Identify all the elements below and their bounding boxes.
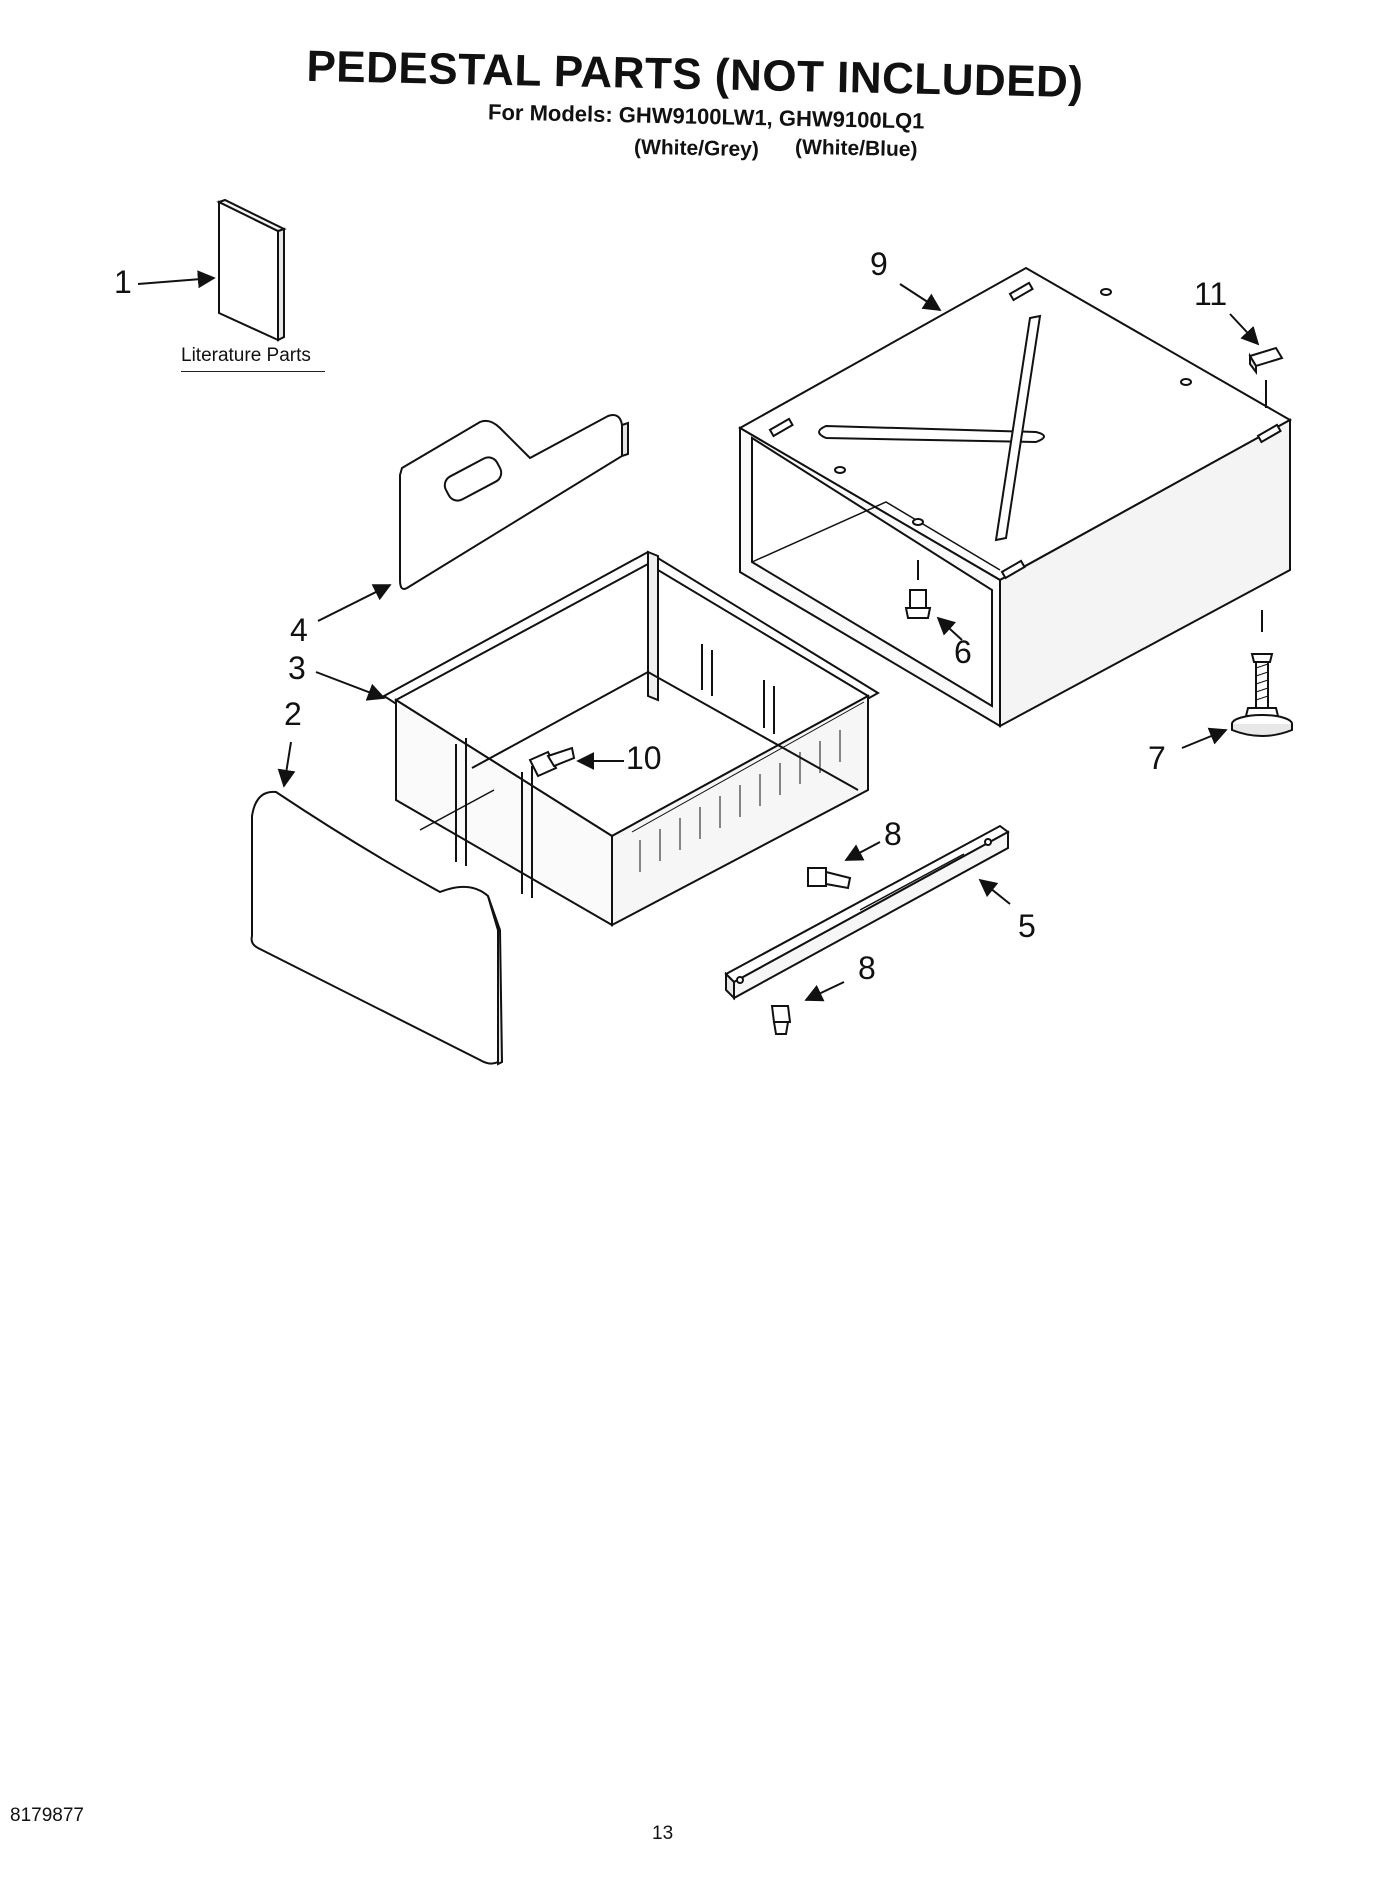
leader-line-6 <box>936 616 962 640</box>
document-number: 8179877 <box>10 1805 84 1826</box>
callout-5: 5 <box>1018 908 1036 944</box>
callout-8-upper: 8 <box>884 816 902 852</box>
leader-line-7 <box>1182 727 1228 748</box>
literature-underline <box>181 371 325 372</box>
leveling-leg <box>1232 654 1292 736</box>
pedestal-cabinet <box>740 268 1290 726</box>
variant-white-blue: (White/Blue) <box>794 135 918 162</box>
drawer-slide-rail <box>726 826 1008 998</box>
leader-line-11 <box>1230 314 1260 346</box>
callout-10: 10 <box>626 740 662 776</box>
leader-line-5 <box>978 878 1010 904</box>
callout-6: 6 <box>954 634 972 670</box>
rail-screw-lower <box>772 1006 790 1034</box>
basket-screw <box>530 748 574 776</box>
page-number: 13 <box>652 1823 674 1844</box>
cabinet-screw <box>906 590 930 618</box>
callout-3: 3 <box>288 650 306 686</box>
literature-parts-label: Literature Parts <box>181 345 311 366</box>
leader-line-8b <box>804 982 844 1002</box>
callout-8-lower: 8 <box>858 950 876 986</box>
rail-screw-upper <box>808 868 850 888</box>
callout-7: 7 <box>1148 740 1166 776</box>
leader-line-3 <box>316 672 386 701</box>
callout-4: 4 <box>290 612 308 648</box>
callout-1: 1 <box>114 264 132 300</box>
literature-booklet <box>219 200 284 340</box>
cabinet-bumper <box>1250 348 1282 372</box>
leader-line-9 <box>900 284 942 311</box>
leader-line-2 <box>277 742 296 788</box>
drawer-divider-panel <box>400 415 628 589</box>
leader-line-1 <box>138 270 216 289</box>
leader-line-4 <box>318 585 392 621</box>
callout-11: 11 <box>1194 276 1228 312</box>
callout-9: 9 <box>870 246 888 282</box>
callout-2: 2 <box>284 696 302 732</box>
drawer-basket <box>384 552 878 925</box>
drawer-front-panel <box>252 792 502 1064</box>
variant-white-grey: (White/Grey) <box>633 135 760 162</box>
leader-line-8a <box>844 842 880 860</box>
